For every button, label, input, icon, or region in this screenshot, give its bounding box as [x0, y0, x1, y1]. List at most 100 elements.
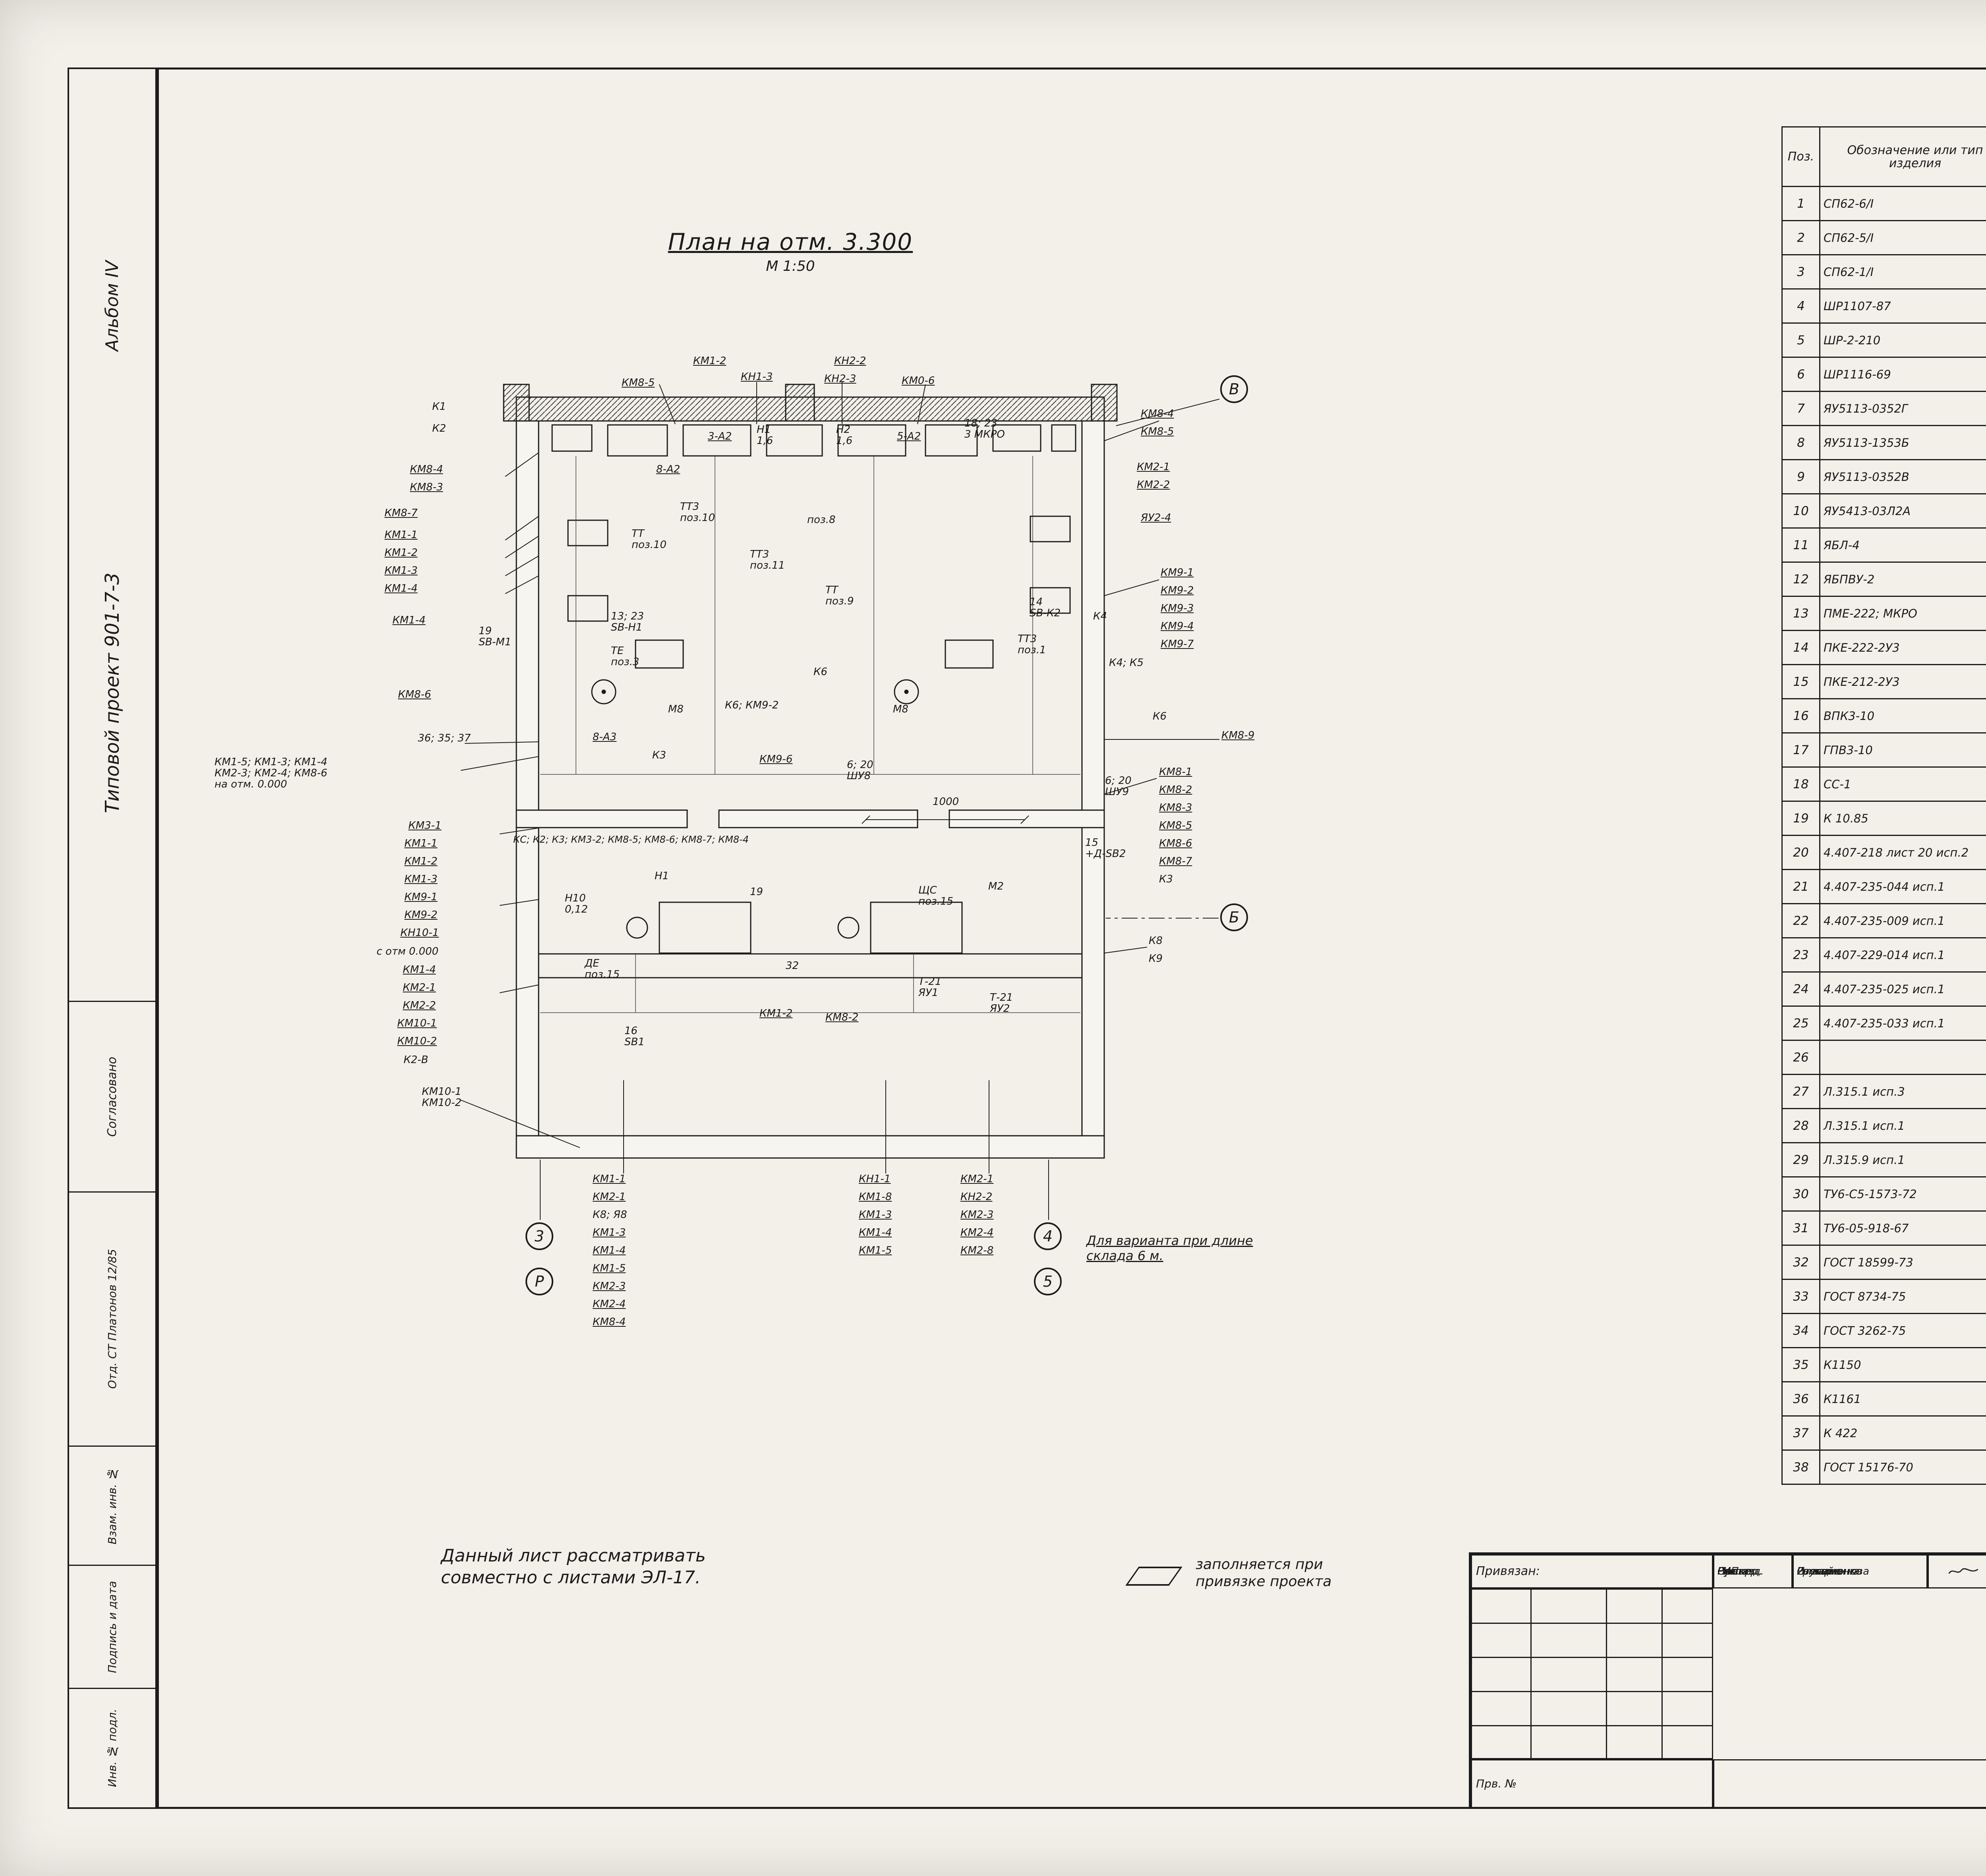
table-row: 14 ПКЕ-222-2У3 Пост управления кнопочный… — [1781, 630, 1986, 665]
cell-code: ПМЕ-222; МКРО — [1819, 596, 1986, 631]
table-row: 34 ГОСТ 3262-75 Труба водогазопроводная … — [1781, 1313, 1986, 1348]
plan-annotation: КМ9-6 — [759, 753, 793, 765]
plan-annotation: К2 — [432, 423, 446, 434]
cell-pos: 33 — [1781, 1279, 1820, 1314]
plan-annotation: ЩС поз.15 — [918, 884, 954, 908]
plan-annotation: КМ2-1 — [593, 1191, 626, 1203]
plan-annotation: КМ8-4 — [593, 1316, 626, 1328]
cell-pos: 28 — [1781, 1108, 1820, 1143]
plan-annotation: М8 — [893, 703, 908, 715]
plan-annotation: КМ8-5 — [1159, 820, 1192, 832]
plan-marker: Б — [1220, 903, 1248, 931]
plan-annotation: КМ1-1 — [593, 1173, 626, 1185]
plan-annotation: 8-А2 — [656, 463, 680, 475]
cell-pos: 19 — [1781, 801, 1820, 836]
plan-annotation: КН2-2 — [960, 1191, 993, 1203]
plan-annotation: К4 — [1093, 610, 1107, 622]
plan-annotation: КМ8-1 — [1159, 766, 1192, 778]
table-row: 4 ШР1107-87 Шкаф сигнализации ШС 1 — [1781, 288, 1986, 324]
stamp-inv-podl: Инв. № подл. — [69, 1688, 155, 1807]
cell-code: ГОСТ 18599-73 — [1819, 1245, 1986, 1280]
plan-annotation: КМ2-3 — [593, 1280, 626, 1292]
cell-pos: 16 — [1781, 698, 1820, 733]
plan-annotation: КМ3-1 — [408, 820, 442, 832]
table-row: 18 СС-1 Сирена типа СС-1 1 — [1781, 766, 1986, 802]
plan-annotation: Н10 0,12 — [565, 892, 588, 916]
cell-pos: 32 — [1781, 1245, 1820, 1280]
cell-pos: 14 — [1781, 630, 1820, 665]
plan-annotation: КМ2-2 — [403, 1000, 436, 1011]
cell-pos: 17 — [1781, 732, 1820, 768]
cell-code: 4.407-229-014 исп.1 — [1819, 937, 1986, 973]
plan-marker: В — [1220, 375, 1248, 403]
plan-annotation: КМ9-1 — [1161, 567, 1194, 579]
cell-pos: 24 — [1781, 971, 1820, 1007]
plan-annotation: ТТ поз.9 — [825, 584, 854, 608]
plan-annotation: КМ8-4 — [1141, 408, 1174, 420]
plan-annotation: КМ1-5 — [593, 1262, 626, 1274]
cell-code: 4.407-235-033 исп.1 — [1819, 1006, 1986, 1041]
cell-code: 4.407-218 лист 20 исп.2 — [1819, 835, 1986, 870]
cell-pos: 6 — [1781, 357, 1820, 392]
plan-annotation: К8 — [1149, 935, 1163, 947]
table-row: 9 ЯУ5113-0352В Ящик управления ЯУ6; ЯУ7 … — [1781, 459, 1986, 494]
cell-pos: 36 — [1781, 1381, 1820, 1417]
plan-annotation: КМ1-3 — [593, 1227, 626, 1239]
signature-spare-row — [1713, 1759, 1986, 1809]
plan-annotation: КМ9-4 — [1161, 620, 1194, 632]
cell-code: ШР1116-69 — [1819, 357, 1986, 392]
plan-annotation: 16 SB1 — [624, 1025, 645, 1048]
plan-annotation: КМ8-6 — [398, 689, 431, 701]
plan-annotation: КМ2-1 — [960, 1173, 994, 1185]
table-row: 25 4.407-235-033 исп.1 Комплект установк… — [1781, 1006, 1986, 1041]
cell-pos: 9 — [1781, 459, 1820, 494]
plan-annotation: 19 SB-М1 — [479, 625, 512, 648]
cell-code: ТУ6-05-918-67 — [1819, 1210, 1986, 1246]
plan-annotation: К4; К5 — [1109, 657, 1144, 669]
plan-annotation: КМ1-2 — [693, 355, 726, 367]
cell-code: ВПК3-10 — [1819, 698, 1986, 733]
cell-code: СП62-1/I — [1819, 254, 1986, 290]
plan-annotation: 15 +Д-SB2 — [1085, 837, 1126, 860]
plan-annotation: КМ8-7 — [384, 507, 418, 519]
cell-pos: 37 — [1781, 1415, 1820, 1451]
cell-pos: 4 — [1781, 288, 1820, 324]
inv-number-label: Прв. № — [1471, 1759, 1713, 1809]
plan-annotation: К1 — [432, 401, 446, 413]
plan-annotation: КМ1-4 — [392, 614, 426, 626]
plan-annotation: ТТ3 поз.10 — [680, 501, 715, 524]
plan-annotation: КМ10-1 КМ10-2 — [422, 1086, 462, 1109]
plan-annotation: КМ1-3 — [859, 1209, 892, 1221]
table-row: 2 СП62-5/I Шкаф силовой распределительны… — [1781, 220, 1986, 255]
binder-label: Привязан: — [1471, 1554, 1713, 1588]
variant-note: Для варианта при длине склада 6 м. — [1086, 1233, 1253, 1263]
plan-annotation: К6 — [1153, 710, 1167, 722]
plan-annotation: КМ8-2 — [1159, 784, 1192, 796]
plan-annotation: КМ1-1 — [384, 529, 418, 541]
cell-pos: 15 — [1781, 664, 1820, 699]
cell-code: ЯУ5113-0352В — [1819, 459, 1986, 494]
plan-annotation: КМ8-3 — [1159, 802, 1192, 814]
sheet-note: Данный лист рассматривать совместно с ли… — [441, 1546, 706, 1588]
signature-name: Гольцман — [1793, 1554, 1928, 1588]
plan-annotation: 5-А2 — [897, 430, 921, 442]
signature-row: Нач.отд. Гольцман — [1713, 1554, 1986, 1588]
signature-scribble — [1928, 1554, 1986, 1588]
cell-pos: 25 — [1781, 1006, 1820, 1041]
table-row: 27 Л.315.1 исп.3 Троллейный токоподвод к… — [1781, 1074, 1986, 1109]
cell-pos: 1 — [1781, 186, 1820, 221]
col-header-code: Обозначение или тип изделия — [1819, 126, 1986, 187]
table-row: 22 4.407-235-009 исп.1 Комплект установк… — [1781, 903, 1986, 938]
plan-annotation: К6 — [813, 666, 828, 678]
table-row: 21 4.407-235-044 исп.1 Комплект установк… — [1781, 869, 1986, 904]
plan-annotation: 19 — [750, 886, 763, 898]
table-row: 1 СП62-6/I Шкаф силовой распределительны… — [1781, 186, 1986, 221]
plan-annotation: КН1-1 — [859, 1173, 891, 1185]
cell-pos: 12 — [1781, 562, 1820, 597]
plan-marker: 4 — [1034, 1222, 1062, 1250]
signature-role: Нач.отд. — [1713, 1554, 1793, 1588]
cell-code: СП62-5/I — [1819, 220, 1986, 255]
table-row: 8 ЯУ5113-1353Б Ящик управления ЯУ3; ЯУ4 … — [1781, 425, 1986, 460]
cell-pos: 35 — [1781, 1347, 1820, 1382]
cell-code — [1819, 1040, 1986, 1075]
